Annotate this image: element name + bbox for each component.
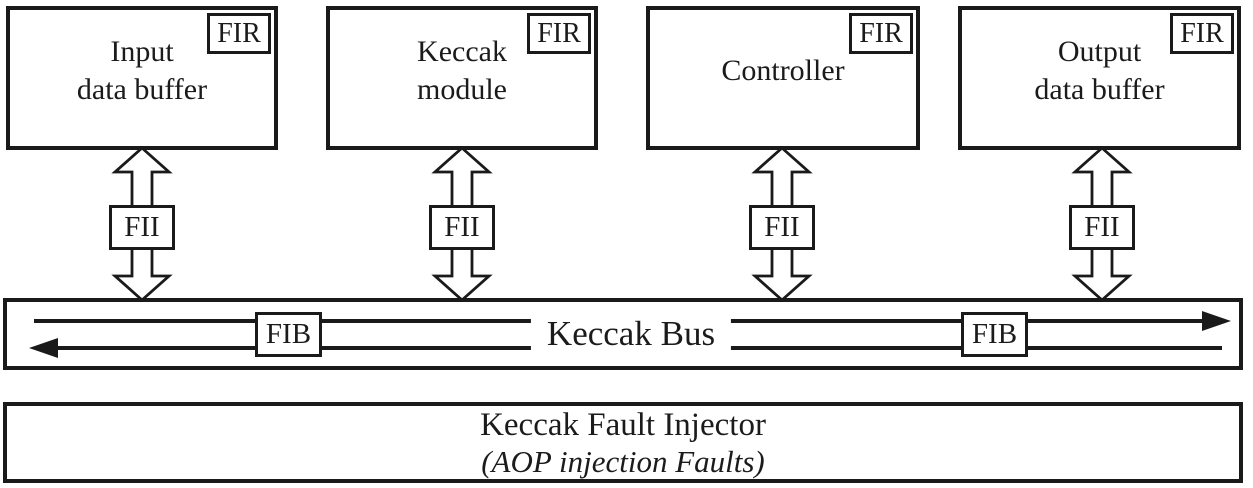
fii-badge-input: FII bbox=[109, 205, 175, 250]
fii-badge-label: FII bbox=[124, 211, 160, 243]
fault-injector-subtitle: (AOP injection Faults) bbox=[481, 443, 765, 479]
module-label-line2: module bbox=[417, 73, 507, 106]
fir-badge-label: FIR bbox=[537, 17, 581, 49]
fii-badge-controller: FII bbox=[749, 205, 815, 250]
module-label-line1: Controller bbox=[721, 54, 845, 87]
fir-badge: FIR bbox=[207, 13, 271, 54]
fir-badge-label: FIR bbox=[217, 17, 261, 49]
fib-badge-right: FIB bbox=[961, 312, 1028, 357]
fii-badge-label: FII bbox=[1084, 211, 1120, 243]
fii-badge-output: FII bbox=[1069, 205, 1135, 250]
module-box-output-data-buffer: FIR Output data buffer bbox=[958, 6, 1241, 150]
module-box-keccak-module: FIR Keccak module bbox=[326, 6, 598, 150]
fir-badge-label: FIR bbox=[1180, 17, 1224, 49]
fib-badge-label: FIB bbox=[971, 318, 1018, 350]
fir-badge-label: FIR bbox=[859, 17, 903, 49]
module-box-input-data-buffer: FIR Input data buffer bbox=[6, 6, 278, 150]
keccak-bus-label: Keccak Bus bbox=[530, 312, 732, 356]
fir-badge: FIR bbox=[527, 13, 591, 54]
module-label-line2: data buffer bbox=[76, 73, 208, 106]
fii-badge-label: FII bbox=[444, 211, 480, 243]
module-box-controller: FIR Controller bbox=[646, 6, 920, 150]
fir-badge: FIR bbox=[849, 13, 913, 54]
module-label: Input data buffer bbox=[77, 33, 207, 109]
fault-injector-title: Keccak Fault Injector bbox=[480, 406, 766, 443]
module-label: Output data buffer bbox=[1034, 33, 1164, 109]
fir-badge: FIR bbox=[1170, 13, 1234, 54]
right-arrowhead-icon bbox=[1202, 311, 1231, 331]
fault-injector-box: Keccak Fault Injector (AOP injection Fau… bbox=[3, 402, 1243, 483]
module-label: Keccak module bbox=[417, 33, 507, 109]
module-label-line1: Input bbox=[110, 35, 174, 68]
module-label-line1: Keccak bbox=[417, 35, 507, 68]
fii-badge-label: FII bbox=[764, 211, 800, 243]
module-label-line2: data buffer bbox=[1034, 73, 1165, 106]
module-label-line1: Output bbox=[1057, 35, 1142, 68]
fib-badge-left: FIB bbox=[255, 312, 322, 357]
fii-badge-keccak: FII bbox=[429, 205, 495, 250]
fib-badge-label: FIB bbox=[265, 318, 312, 350]
left-arrowhead-icon bbox=[29, 338, 58, 358]
module-label: Controller bbox=[721, 52, 844, 90]
